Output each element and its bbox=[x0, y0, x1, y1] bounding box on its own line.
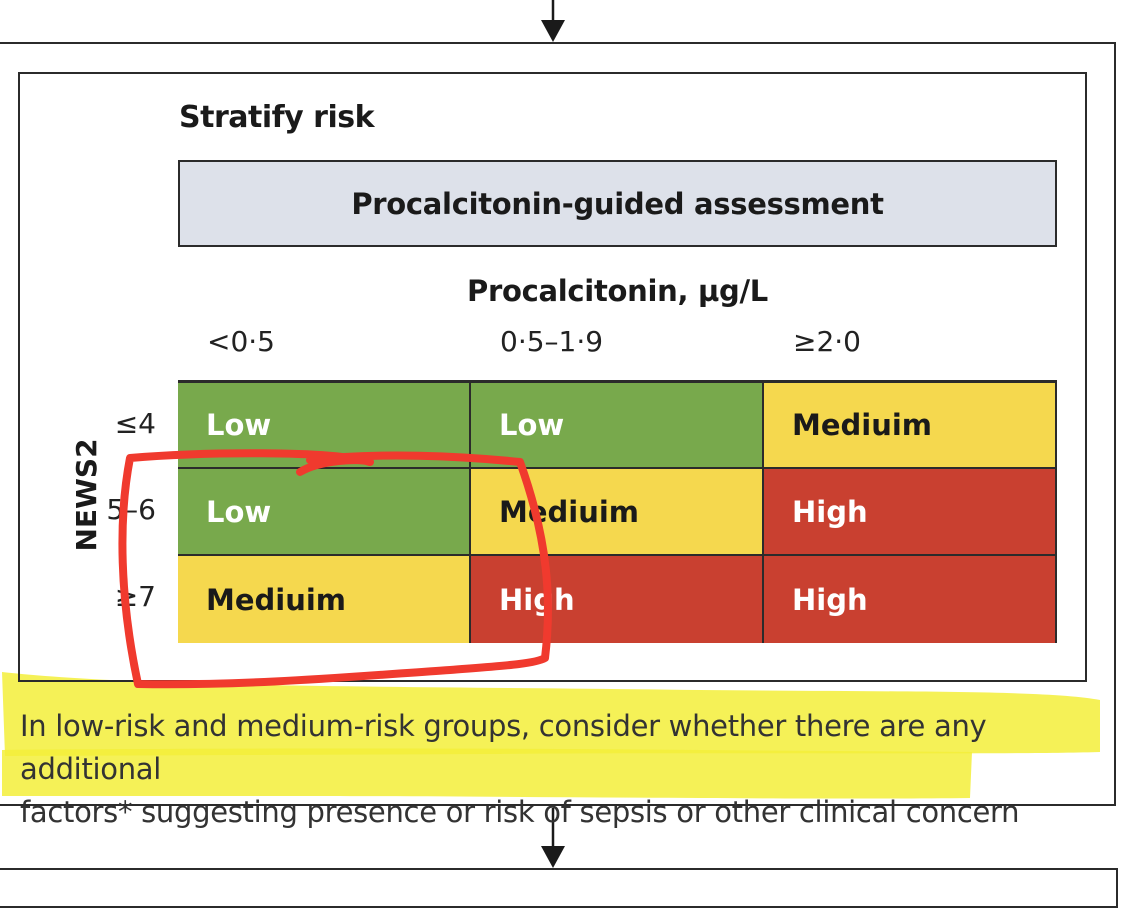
arrow-down-bottom-icon bbox=[541, 808, 565, 868]
clinical-note-line-2: factors* suggesting presence or risk of … bbox=[20, 795, 1020, 829]
row-label-1: ≤4 bbox=[114, 407, 156, 440]
row-label-2: 5–6 bbox=[106, 493, 156, 526]
risk-cell: High bbox=[764, 556, 1057, 643]
risk-cell: Mediuim bbox=[178, 556, 471, 643]
banner-label: Procalcitonin-guided assessment bbox=[351, 186, 884, 221]
column-label-high: ≥2·0 bbox=[793, 325, 861, 358]
highlight-stroke-1 bbox=[2, 672, 1100, 756]
stratify-risk-panel bbox=[18, 72, 1087, 682]
clinical-note: In low-risk and medium-risk groups, cons… bbox=[20, 705, 1100, 834]
column-label-mid: 0·5–1·9 bbox=[500, 325, 604, 358]
risk-cell: Low bbox=[178, 383, 471, 469]
highlight-stroke-2 bbox=[2, 748, 972, 799]
risk-cell: High bbox=[471, 556, 764, 643]
procalcitonin-banner: Procalcitonin-guided assessment bbox=[178, 160, 1057, 247]
flow-step-outer-box bbox=[0, 42, 1116, 806]
stratify-risk-title: Stratify risk bbox=[179, 100, 375, 135]
risk-cell: Low bbox=[178, 469, 471, 556]
risk-cell: Low bbox=[471, 383, 764, 469]
column-label-low: <0·5 bbox=[207, 325, 275, 358]
risk-cell: Mediuim bbox=[764, 383, 1057, 469]
row-label-3: ≥7 bbox=[114, 580, 156, 613]
arrow-down-top-icon bbox=[541, 0, 565, 42]
risk-matrix: Low Low Mediuim Low Mediuim High Mediuim… bbox=[178, 380, 1057, 643]
risk-cell: Mediuim bbox=[471, 469, 764, 556]
risk-cell: High bbox=[764, 469, 1057, 556]
clinical-note-line-1: In low-risk and medium-risk groups, cons… bbox=[20, 709, 987, 786]
column-axis-title: Procalcitonin, µg/L bbox=[467, 274, 768, 308]
